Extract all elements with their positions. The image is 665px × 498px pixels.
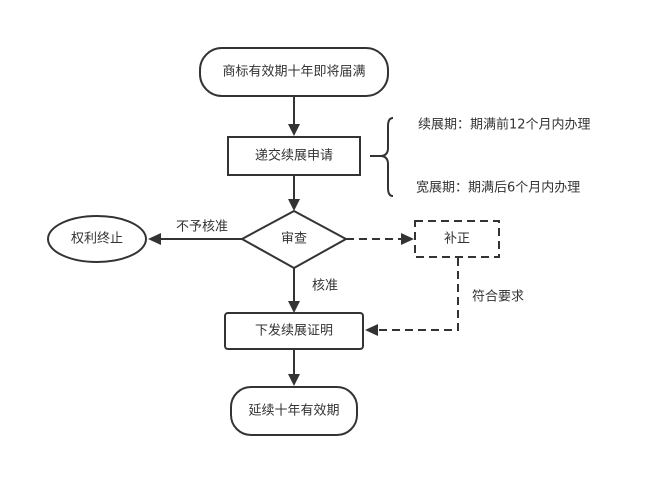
arrow-head	[288, 301, 300, 313]
edge-label-meets: 符合要求	[472, 289, 524, 305]
edge-label-reject: 不予核准	[176, 220, 228, 235]
node-review[interactable]: 审查	[239, 209, 349, 270]
rounded-rectangle-shape	[224, 312, 364, 350]
node-end[interactable]: 延续十年有效期	[230, 386, 358, 436]
dashed-rectangle-shape	[414, 220, 500, 258]
edge-correct-to-issue	[377, 258, 459, 331]
edge-label-approve: 核准	[312, 279, 338, 294]
node-end-label: 延续十年有效期	[248, 404, 339, 419]
arrow-head	[288, 124, 300, 136]
node-correct-label: 补正	[444, 232, 470, 247]
rectangle-shape	[227, 136, 361, 176]
node-review-label: 审查	[281, 232, 307, 247]
arrow-head	[365, 324, 378, 336]
terminal-shape	[199, 47, 389, 97]
arrow-head	[288, 374, 300, 386]
node-terminate-label: 权利终止	[71, 231, 123, 247]
node-correct[interactable]: 补正	[414, 220, 500, 258]
arrow-head	[401, 233, 414, 245]
node-submit[interactable]: 递交续展申请	[227, 136, 361, 176]
note-grace-period: 宽展期：期满后6个月内办理	[416, 180, 580, 196]
node-terminate[interactable]: 权利终止	[47, 215, 147, 263]
node-issue[interactable]: 下发续展证明	[224, 312, 364, 350]
node-issue-label: 下发续展证明	[255, 323, 333, 339]
node-submit-label: 递交续展申请	[255, 148, 333, 164]
arrow-head	[288, 199, 300, 211]
diamond-shape	[239, 209, 349, 270]
ellipse-shape	[47, 215, 147, 263]
node-start[interactable]: 商标有效期十年即将届满	[199, 47, 389, 97]
curly-brace-icon	[370, 117, 394, 197]
note-renewal-period: 续展期：期满前12个月内办理	[418, 117, 591, 133]
arrow-head	[148, 233, 161, 245]
terminal-shape	[230, 386, 358, 436]
node-start-label: 商标有效期十年即将届满	[222, 65, 365, 80]
